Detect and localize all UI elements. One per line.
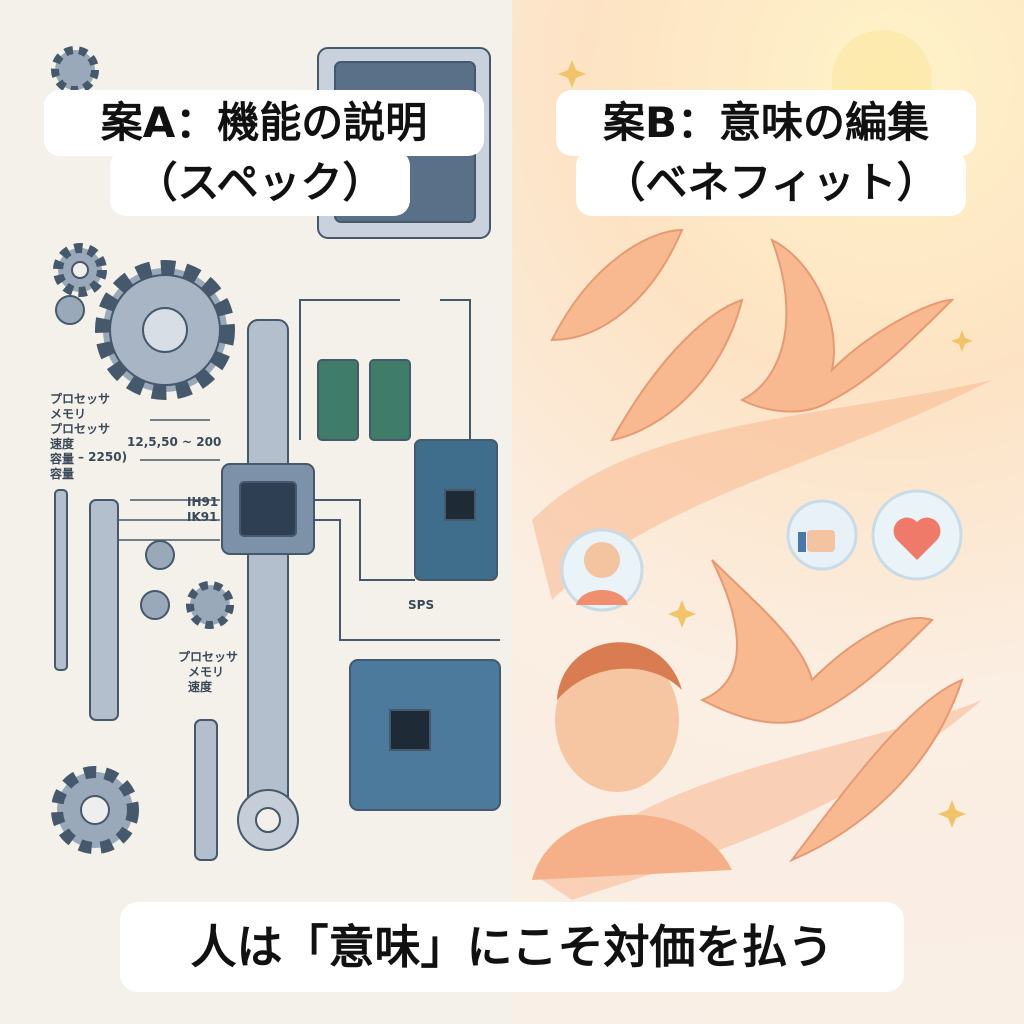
option-a-title: 案A：機能の説明: [44, 90, 484, 156]
spec-label: メモリ: [50, 407, 87, 421]
option-a-subtitle: （スペック）: [110, 150, 410, 216]
spec-label: メモリ: [188, 665, 225, 679]
feather-icon: [550, 228, 684, 342]
feather-icon: [788, 678, 964, 863]
spec-label: プロセッサ: [50, 392, 111, 406]
smiling-person-icon: [532, 642, 732, 880]
spec-label: 容量: [50, 452, 75, 466]
spec-label: 速度: [50, 437, 75, 451]
sparkle-icon: [558, 60, 973, 828]
piston: [247, 319, 289, 841]
heart-icon: [871, 489, 963, 581]
gear-icon: [51, 46, 99, 94]
spec-value: – 2250): [78, 450, 128, 464]
spec-label: プロセッサ: [50, 422, 111, 436]
gear-icon: [53, 243, 107, 297]
option-b-subtitle: （ベネフィット）: [576, 150, 966, 216]
spec-value: 12,5,50 ~ 200: [127, 435, 222, 449]
spec-label: 容量: [50, 467, 75, 481]
emotional-illustration: [532, 30, 992, 900]
spec-label: SPS: [408, 598, 435, 612]
gear-icon: [140, 540, 175, 620]
caption: 人は「意味」にこそ対価を払う: [120, 902, 904, 992]
gear-icon: [95, 260, 235, 400]
spec-label: IH91: [187, 495, 219, 509]
gear-icon: [51, 766, 139, 854]
spec-label: IK91: [187, 510, 218, 524]
bird-icon: [739, 237, 955, 413]
spec-label: 速度: [188, 680, 213, 694]
gear-icon: [186, 581, 234, 629]
option-b-title: 案B：意味の編集: [556, 90, 976, 156]
spec-label: プロセッサ: [178, 650, 239, 664]
gear-icon: [55, 295, 85, 325]
thumbs-up-icon: [786, 499, 858, 571]
bird-icon: [699, 559, 934, 724]
feather-icon: [610, 298, 744, 442]
smiling-person-icon: [560, 528, 644, 612]
